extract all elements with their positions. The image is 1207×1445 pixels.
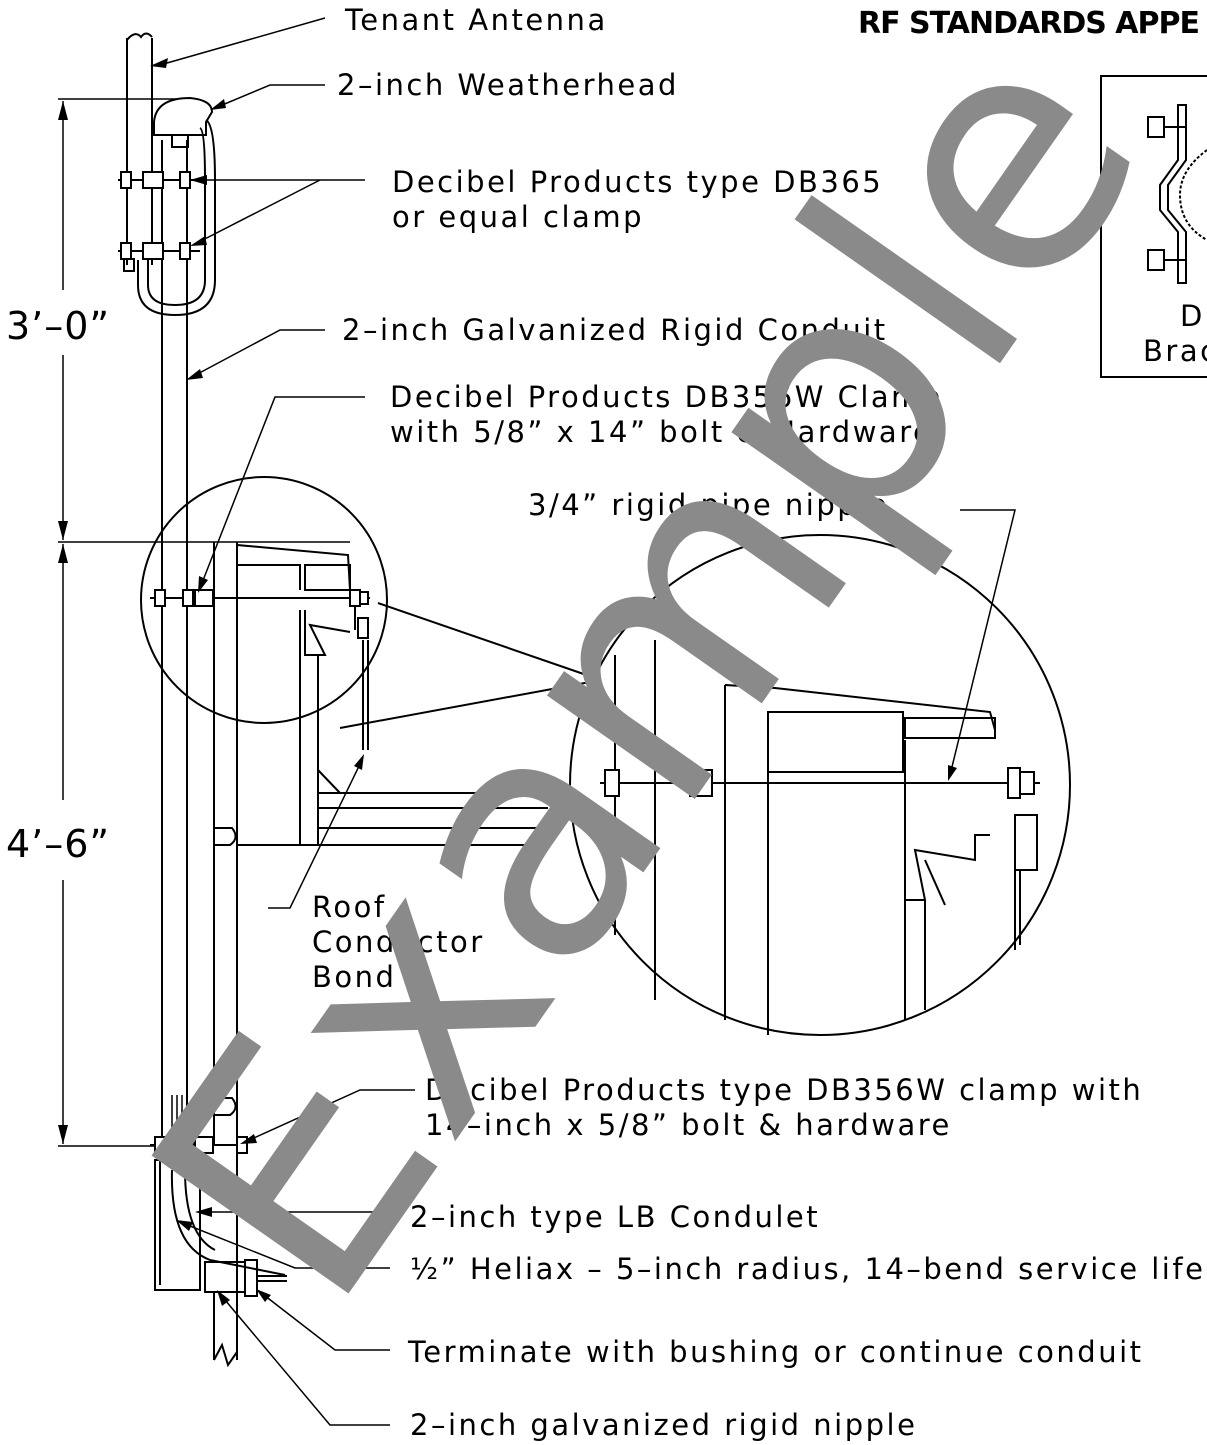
label-roof-bond-line3: Bond xyxy=(312,960,396,994)
label-tenant-antenna: Tenant Antenna xyxy=(344,3,608,37)
dimension-lines: 3’–0” 4’–6” xyxy=(6,98,350,1147)
header-title: RF STANDARDS APPE xyxy=(858,6,1199,41)
magnified-detail-circle xyxy=(339,534,1071,1036)
label-clamp-lower-line2: 14–inch x 5/8” bolt & hardware xyxy=(425,1108,952,1142)
label-clamp-db365-line1: Decibel Products type DB365 xyxy=(392,165,883,199)
label-clamp-db356w-line1: Decibel Products DB356W Clamp xyxy=(390,380,943,414)
label-clamp-db356w-line2: with 5/8” x 14” bolt & Hardware xyxy=(390,415,933,449)
label-pipe-nipple: 3/4” rigid pipe nipple xyxy=(528,488,889,522)
inset-label-line2: Brac xyxy=(1143,334,1207,368)
inset-bracket-detail: DB Brac xyxy=(1100,75,1207,378)
label-clamp-lower-line1: Decibel Products type DB356W clamp with xyxy=(425,1073,1143,1107)
antenna-mast xyxy=(126,32,188,1145)
upper-detail-circle xyxy=(140,476,388,1360)
dimension-upper: 3’–0” xyxy=(6,304,110,348)
callout-labels: Tenant Antenna 2–inch Weatherhead Decibe… xyxy=(312,3,1205,1442)
weatherhead xyxy=(137,96,216,317)
label-conduit: 2–inch Galvanized Rigid Conduit xyxy=(342,313,888,347)
label-lb-condulet: 2–inch type LB Condulet xyxy=(410,1200,820,1234)
label-rigid-nipple: 2–inch galvanized rigid nipple xyxy=(410,1408,917,1442)
inset-label-line1: DB xyxy=(1180,299,1207,333)
label-heliax: ½” Heliax – 5–inch radius, 14–bend servi… xyxy=(410,1252,1205,1286)
label-weatherhead: 2–inch Weatherhead xyxy=(337,68,679,102)
roof-structure xyxy=(214,769,548,1116)
dimension-lower: 4’–6” xyxy=(6,822,110,866)
label-roof-bond-line2: Conductor xyxy=(312,925,485,959)
label-roof-bond-line1: Roof xyxy=(312,890,387,924)
label-clamp-db365-line2: or equal clamp xyxy=(392,200,644,234)
leader-lines xyxy=(150,17,1016,1426)
lower-assembly xyxy=(150,1095,287,1368)
label-terminate: Terminate with bushing or continue condu… xyxy=(407,1335,1144,1369)
